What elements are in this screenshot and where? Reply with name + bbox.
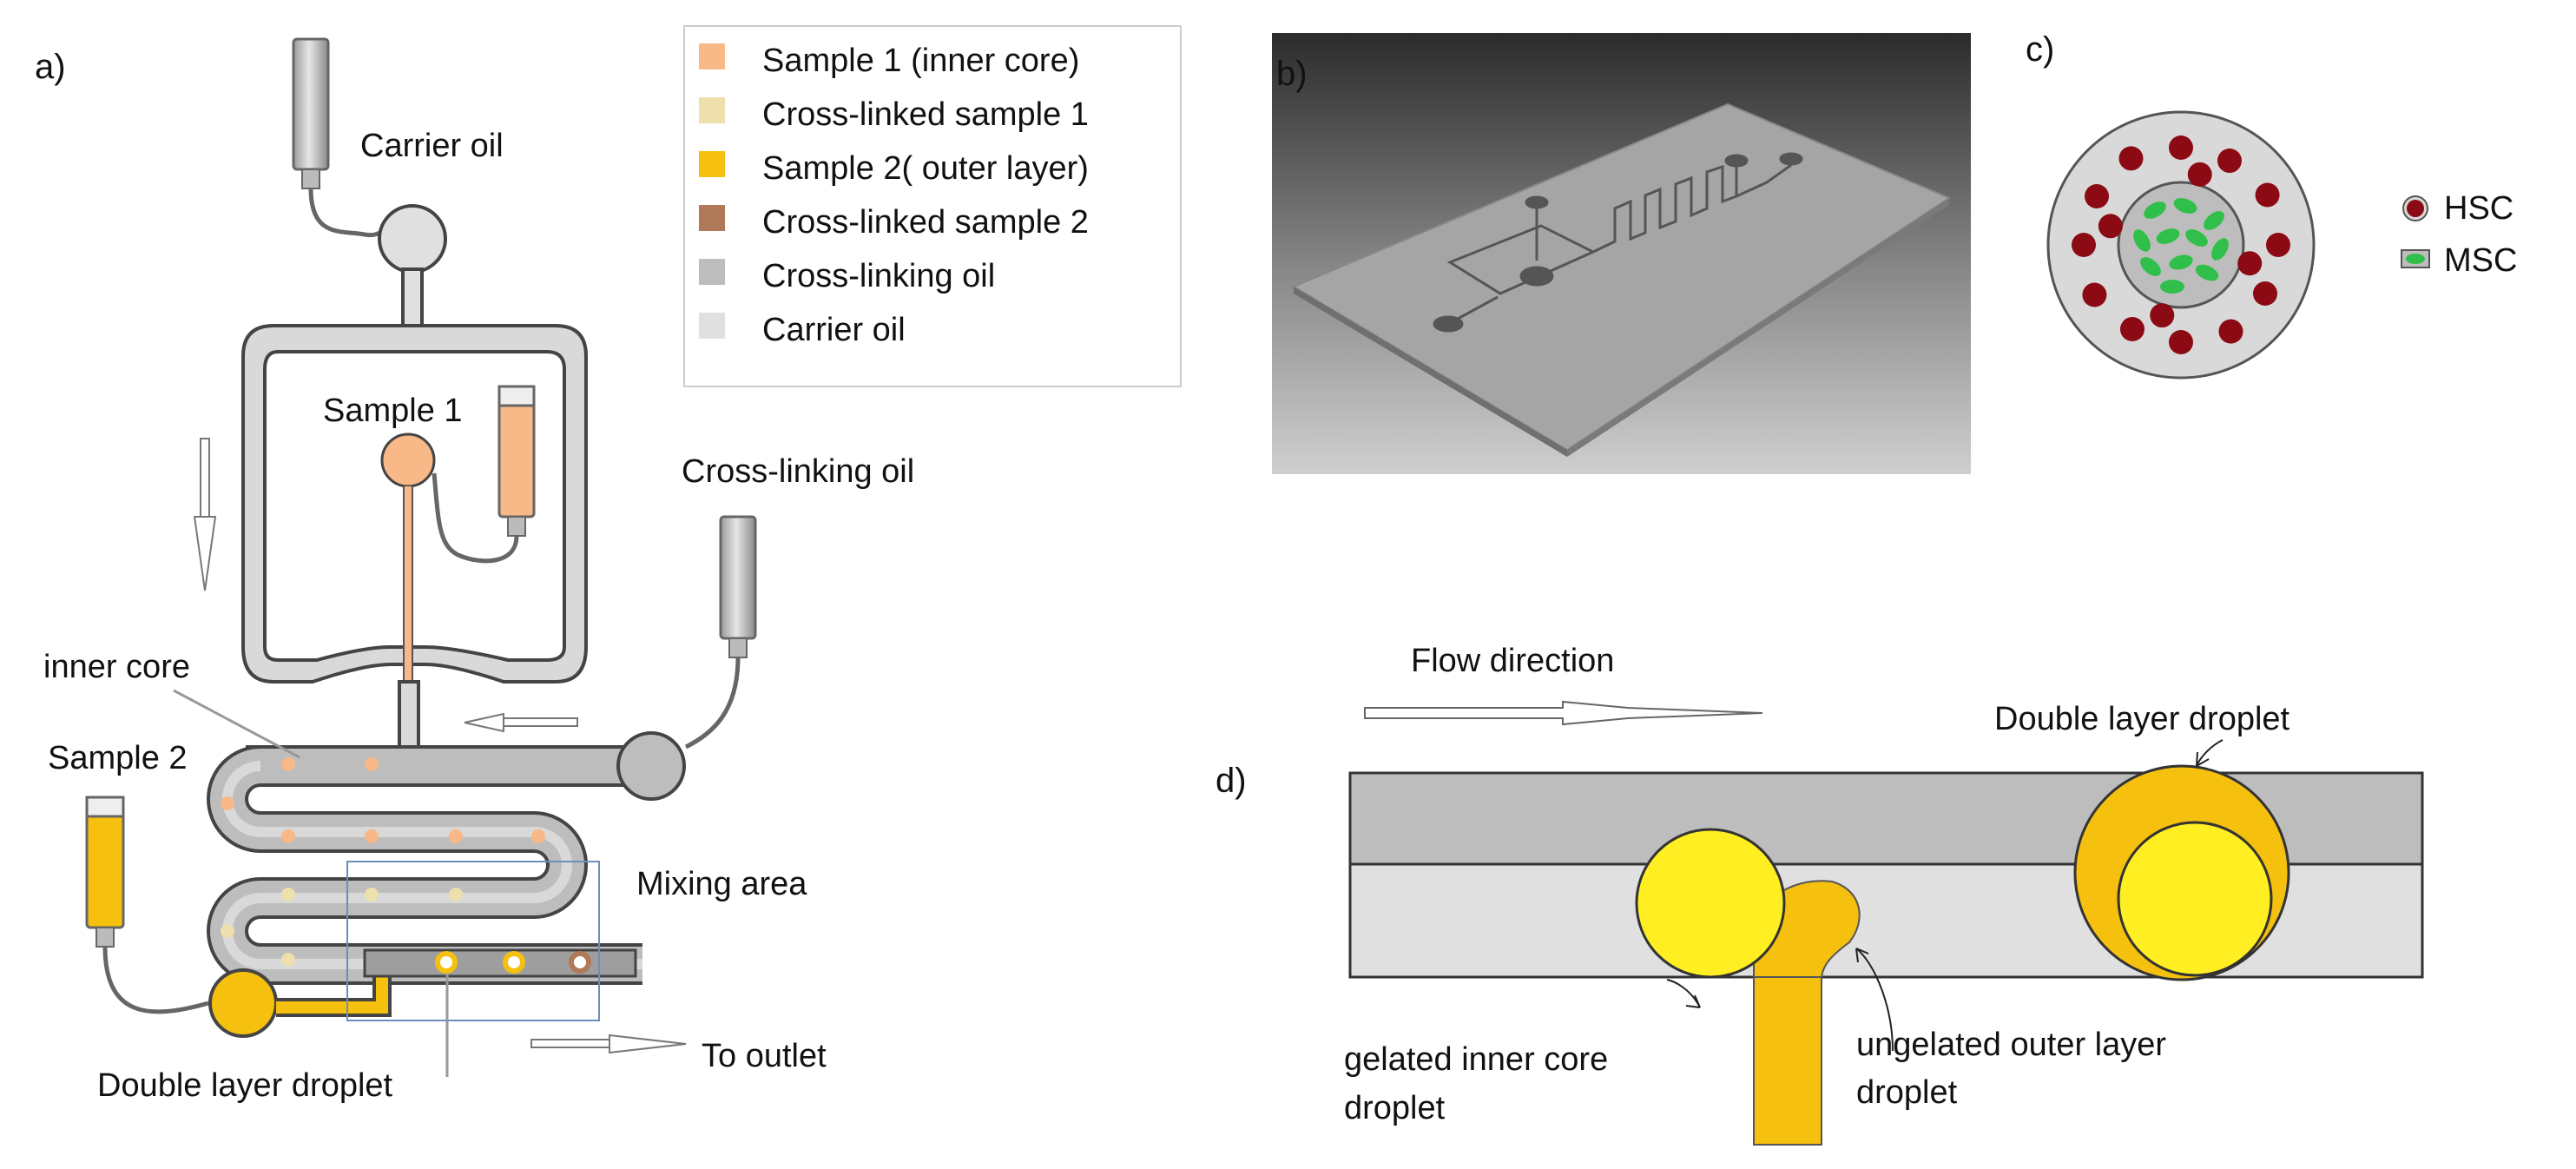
panel-a-label: a) xyxy=(35,48,66,86)
sample2-inlet xyxy=(208,968,278,1038)
legend-label: Cross-linking oil xyxy=(762,258,995,294)
mixing-area-box xyxy=(346,861,600,1021)
ungelated-label-line2: droplet xyxy=(1856,1074,1958,1111)
legend-item: Cross-linking oil xyxy=(699,258,995,294)
double-layer-droplets xyxy=(435,951,591,974)
hsc-cell xyxy=(2169,330,2193,354)
hsc-cell xyxy=(2098,214,2123,239)
legend-label: Sample 2( outer layer) xyxy=(762,150,1089,187)
sample1-label: Sample 1 xyxy=(323,393,463,429)
gelated-label-line1: gelated inner core xyxy=(1344,1041,1608,1078)
to-outlet-label: To outlet xyxy=(702,1038,827,1074)
sample1-syringe xyxy=(432,385,536,564)
legend-label: Cross-linked sample 1 xyxy=(762,96,1089,133)
hsc-cell xyxy=(2217,149,2242,174)
legend-swatch xyxy=(699,259,725,285)
legend-item: Cross-linked sample 1 xyxy=(699,96,1089,133)
flow-arrow-down xyxy=(193,438,217,591)
legend-item: Sample 2( outer layer) xyxy=(699,150,1089,187)
msc-cell xyxy=(2173,198,2197,214)
double-layer-droplet-d-label: Double layer droplet xyxy=(1994,701,2290,737)
crosslinking-oil-inlet xyxy=(616,731,686,801)
msc-cell xyxy=(2211,238,2229,261)
panel-c: c) HSC MSC xyxy=(2026,30,2517,380)
to-outlet-arrow xyxy=(530,1034,687,1054)
legend-swatch xyxy=(699,151,725,177)
panel-a: a) Carrier oil Sample 1 xyxy=(35,37,914,1104)
inner-core-droplets xyxy=(221,757,545,967)
carrier-oil-inlet xyxy=(378,204,447,274)
panel-d-label: d) xyxy=(1216,762,1247,800)
double-layer-droplet-label: Double layer droplet xyxy=(97,1067,393,1104)
crosslinking-oil-syringe xyxy=(684,515,757,750)
msc-label: MSC xyxy=(2444,242,2517,279)
gelated-label-line2: droplet xyxy=(1344,1090,1446,1126)
legend-label: Cross-linked sample 2 xyxy=(762,204,1089,241)
msc-cells xyxy=(2133,198,2229,294)
panel-d: d) Flow direction Double layer droplet g… xyxy=(1216,643,2424,1146)
hsc-cell xyxy=(2072,233,2096,257)
inner-core-label: inner core xyxy=(43,649,190,685)
hsc-cell xyxy=(2120,316,2144,341)
msc-cell xyxy=(2204,211,2224,230)
flow-direction-label: Flow direction xyxy=(1411,643,1614,679)
msc-cell xyxy=(2169,254,2193,270)
gelated-inner-core-droplet xyxy=(1635,828,1786,979)
hsc-cells xyxy=(2072,135,2290,354)
hsc-legend-dot xyxy=(2407,200,2424,217)
legend-label: Carrier oil xyxy=(762,312,906,348)
hsc-cell xyxy=(2150,303,2175,328)
legend: Sample 1 (inner core) Cross-linked sampl… xyxy=(683,25,1182,387)
msc-cell xyxy=(2195,264,2219,281)
pointer-arrows xyxy=(1666,739,2224,1052)
hsc-cell xyxy=(2252,281,2277,306)
hsc-cell xyxy=(2218,319,2243,344)
hsc-cell xyxy=(2266,233,2290,257)
legend-swatch xyxy=(699,313,725,339)
mixing-area-label: Mixing area xyxy=(636,866,807,902)
carrier-oil-label: Carrier oil xyxy=(360,128,504,164)
legend-item: Carrier oil xyxy=(699,312,906,348)
msc-cell xyxy=(2160,280,2184,294)
sample2-syringe xyxy=(85,796,209,1014)
panel-b: b) xyxy=(1272,33,1971,474)
msc-cell xyxy=(2133,229,2151,252)
legend-swatch xyxy=(699,43,725,69)
crosslinking-oil-label: Cross-linking oil xyxy=(682,453,914,490)
msc-cell xyxy=(2156,228,2180,244)
legend-item: Cross-linked sample 2 xyxy=(699,204,1089,241)
ungelated-label-line1: ungelated outer layer xyxy=(1856,1027,2166,1063)
sample2-label: Sample 2 xyxy=(48,740,188,776)
hsc-cell xyxy=(2169,135,2193,160)
panel-c-label: c) xyxy=(2026,30,2054,69)
hsc-cell xyxy=(2255,182,2280,208)
msc-cell xyxy=(2140,257,2161,276)
hsc-cell xyxy=(2085,184,2110,208)
legend-swatch xyxy=(699,205,725,231)
msc-legend-dot xyxy=(2406,254,2425,264)
flow-direction-arrow xyxy=(1364,700,1763,726)
legend-item: Sample 1 (inner core) xyxy=(699,43,1079,79)
chip-channels xyxy=(1433,152,1803,333)
hsc-cell xyxy=(2237,251,2263,276)
legend-swatch xyxy=(699,97,725,123)
legend-label: Sample 1 (inner core) xyxy=(762,43,1079,79)
sample1-inlet xyxy=(380,433,436,488)
msc-cell xyxy=(2185,229,2208,247)
hsc-label: HSC xyxy=(2444,190,2513,227)
legend-box xyxy=(683,25,1182,387)
msc-cell xyxy=(2144,201,2166,219)
double-layer-droplet-core xyxy=(2117,821,2273,977)
hsc-cell xyxy=(2082,282,2107,307)
hsc-cell xyxy=(2118,146,2144,171)
hsc-cell xyxy=(2187,162,2212,187)
panel-b-label: b) xyxy=(1276,55,1308,93)
flow-arrow-left xyxy=(464,712,578,733)
